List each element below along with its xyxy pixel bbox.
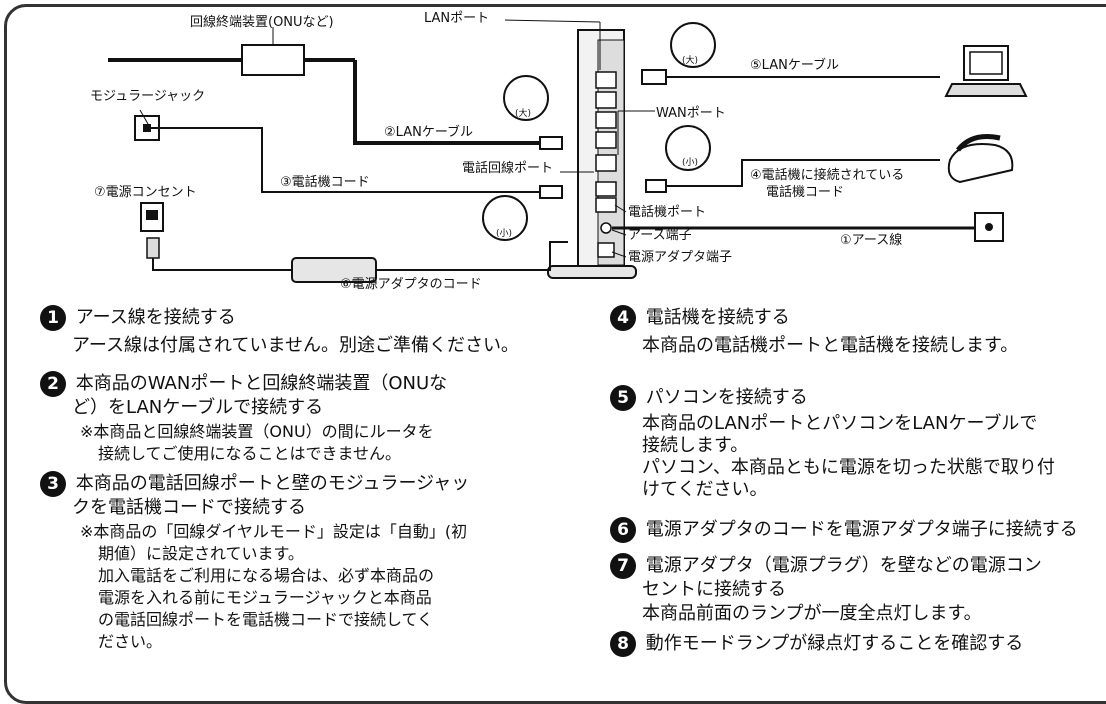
step-note: ※本商品の「回線ダイヤルモード」設定は「自動」(初 <box>80 522 468 541</box>
lan-cable-2-label: ②LANケーブル <box>384 124 473 140</box>
step-title: 電源アダプタ（電源プラグ）を壁などの電源コン <box>645 555 1042 576</box>
modular-jack-label: モジュラージャック <box>90 89 205 104</box>
connection-diagram: 回線終端装置(ONUなど) LANポート WANポート モジュラージャック ②L… <box>90 11 1028 292</box>
power-terminal-label: 電源アダプタ端子 <box>628 250 732 265</box>
phone-cord-4-label-line1: ④電話機に接続されている <box>750 167 904 183</box>
plug-size-large-1: (大) <box>515 107 531 119</box>
step-badge: 7 <box>610 553 636 579</box>
step-title-cont: セントに接続する <box>642 579 786 600</box>
step-text: アース線は付属されていません。別途ご準備ください。 <box>72 335 519 356</box>
telephone-icon <box>947 134 1014 184</box>
step-3: 3 本商品の電話回線ポートと壁のモジュラージャッ クを電話機コードで接続する ※… <box>40 471 470 651</box>
tel-cord-3 <box>147 127 540 193</box>
step-title: パソコンを接続する <box>645 387 808 408</box>
step-note: ださい。 <box>98 632 163 651</box>
step-note: 加入電話をご利用になる場合は、必ず本商品の <box>98 566 435 585</box>
earth-terminal-label: アース端子 <box>628 228 692 243</box>
lan-plug-5 <box>641 69 667 85</box>
step-title-cont: クを電話機コードで接続する <box>72 497 306 518</box>
lan-cable-2 <box>353 60 540 145</box>
step-4: 4 電話機を接続する 本商品の電話機ポートと電話機を接続します。 <box>610 305 1018 356</box>
step-text: 接続します。 <box>642 435 749 456</box>
step-title: 動作モードランプが緑点灯することを確認する <box>645 633 1024 654</box>
step-2: 2 本商品のWANポートと回線終端装置（ONUな ど）をLANケーブルで接続する… <box>40 371 448 463</box>
step-badge: 1 <box>40 305 66 331</box>
earth-terminal <box>600 222 612 234</box>
pc-icon <box>944 45 1028 97</box>
step-title: 本商品の電話回線ポートと壁のモジュラージャッ <box>75 473 470 494</box>
power-plug <box>146 237 160 259</box>
tel-cord-3-label: ③電話機コード <box>280 174 370 190</box>
step-badge: 8 <box>610 631 636 657</box>
step-text: パソコン、本商品ともに電源を切った状態で取り付 <box>642 457 1055 478</box>
step-note: 電源を入れる前にモジュラージャックと本商品 <box>98 588 432 607</box>
router-stand <box>547 265 637 279</box>
plug-zoom-callouts <box>482 22 716 241</box>
step-7: 7 電源アダプタ（電源プラグ）を壁などの電源コン セントに接続する 本商品前面の… <box>610 553 1042 624</box>
lan-plug-2 <box>539 136 563 150</box>
step-title: 本商品のWANポートと回線終端装置（ONUな <box>75 373 448 394</box>
wan-port-label: WANポート <box>656 106 726 121</box>
plug-size-large-2: (大) <box>682 54 698 66</box>
outlet-label: ⑦電源コンセント <box>94 185 197 200</box>
leader-lines <box>504 19 655 258</box>
plug-size-small-1: (小) <box>682 157 698 168</box>
step-badge: 2 <box>40 371 66 397</box>
step-note: の電話回線ポートを電話機コードで接続してく <box>98 610 434 629</box>
step-title-cont: ど）をLANケーブルで接続する <box>72 397 324 418</box>
step-title: 電源アダプタのコードを電源アダプタ端子に接続する <box>645 519 1078 540</box>
step-badge: 6 <box>610 517 636 543</box>
phone-port-label: 電話機ポート <box>628 204 706 220</box>
step-text: 本商品前面のランプが一度全点灯します。 <box>642 603 982 624</box>
step-note: 接続してご使用になることはできません。 <box>98 444 402 463</box>
step-badge: 3 <box>40 471 66 497</box>
step-5: 5 パソコンを接続する 本商品のLANポートとパソコンをLANケーブルで 接続し… <box>610 385 1055 500</box>
earth-wire-label: ①アース線 <box>840 232 902 248</box>
step-text: 本商品のLANポートとパソコンをLANケーブルで <box>642 413 1038 434</box>
step-text: 本商品の電話機ポートと電話機を接続します。 <box>642 335 1019 356</box>
lan-port-label: LANポート <box>424 11 489 26</box>
power-terminal <box>597 242 615 258</box>
step-badge: 5 <box>610 385 636 411</box>
onu-label: 回線終端装置(ONUなど) <box>190 14 334 30</box>
tel-line-port-label: 電話回線ポート <box>462 160 553 176</box>
phone-cord-4 <box>666 159 940 187</box>
adapter-cord-label: ⑥電源アダプタのコード <box>340 277 482 292</box>
adapter-cord <box>376 241 568 271</box>
step-text: けてください。 <box>642 479 768 500</box>
plug-size-small-2: (小) <box>496 228 512 239</box>
step-badge: 4 <box>610 305 636 331</box>
lan-cable-5-label: ⑤LANケーブル <box>750 57 839 73</box>
step-title: 電話機を接続する <box>645 307 790 328</box>
tel-plug-4 <box>645 179 667 193</box>
step-note: ※本商品と回線終端装置（ONU）の間にルータを <box>80 422 434 441</box>
phone-cord-4-label-line2: 電話機コード <box>766 184 844 200</box>
step-1: 1 アース線を接続する アース線は付属されていません。別途ご準備ください。 <box>40 305 519 356</box>
onu-device <box>241 44 305 76</box>
router-ports <box>595 71 617 213</box>
step-note: 期値）に設定されています。 <box>98 544 304 563</box>
tel-plug-3 <box>539 185 563 199</box>
step-title: アース線を接続する <box>75 307 236 328</box>
step-6: 6 電源アダプタのコードを電源アダプタ端子に接続する <box>610 517 1078 543</box>
step-8: 8 動作モードランプが緑点灯することを確認する <box>610 631 1023 657</box>
